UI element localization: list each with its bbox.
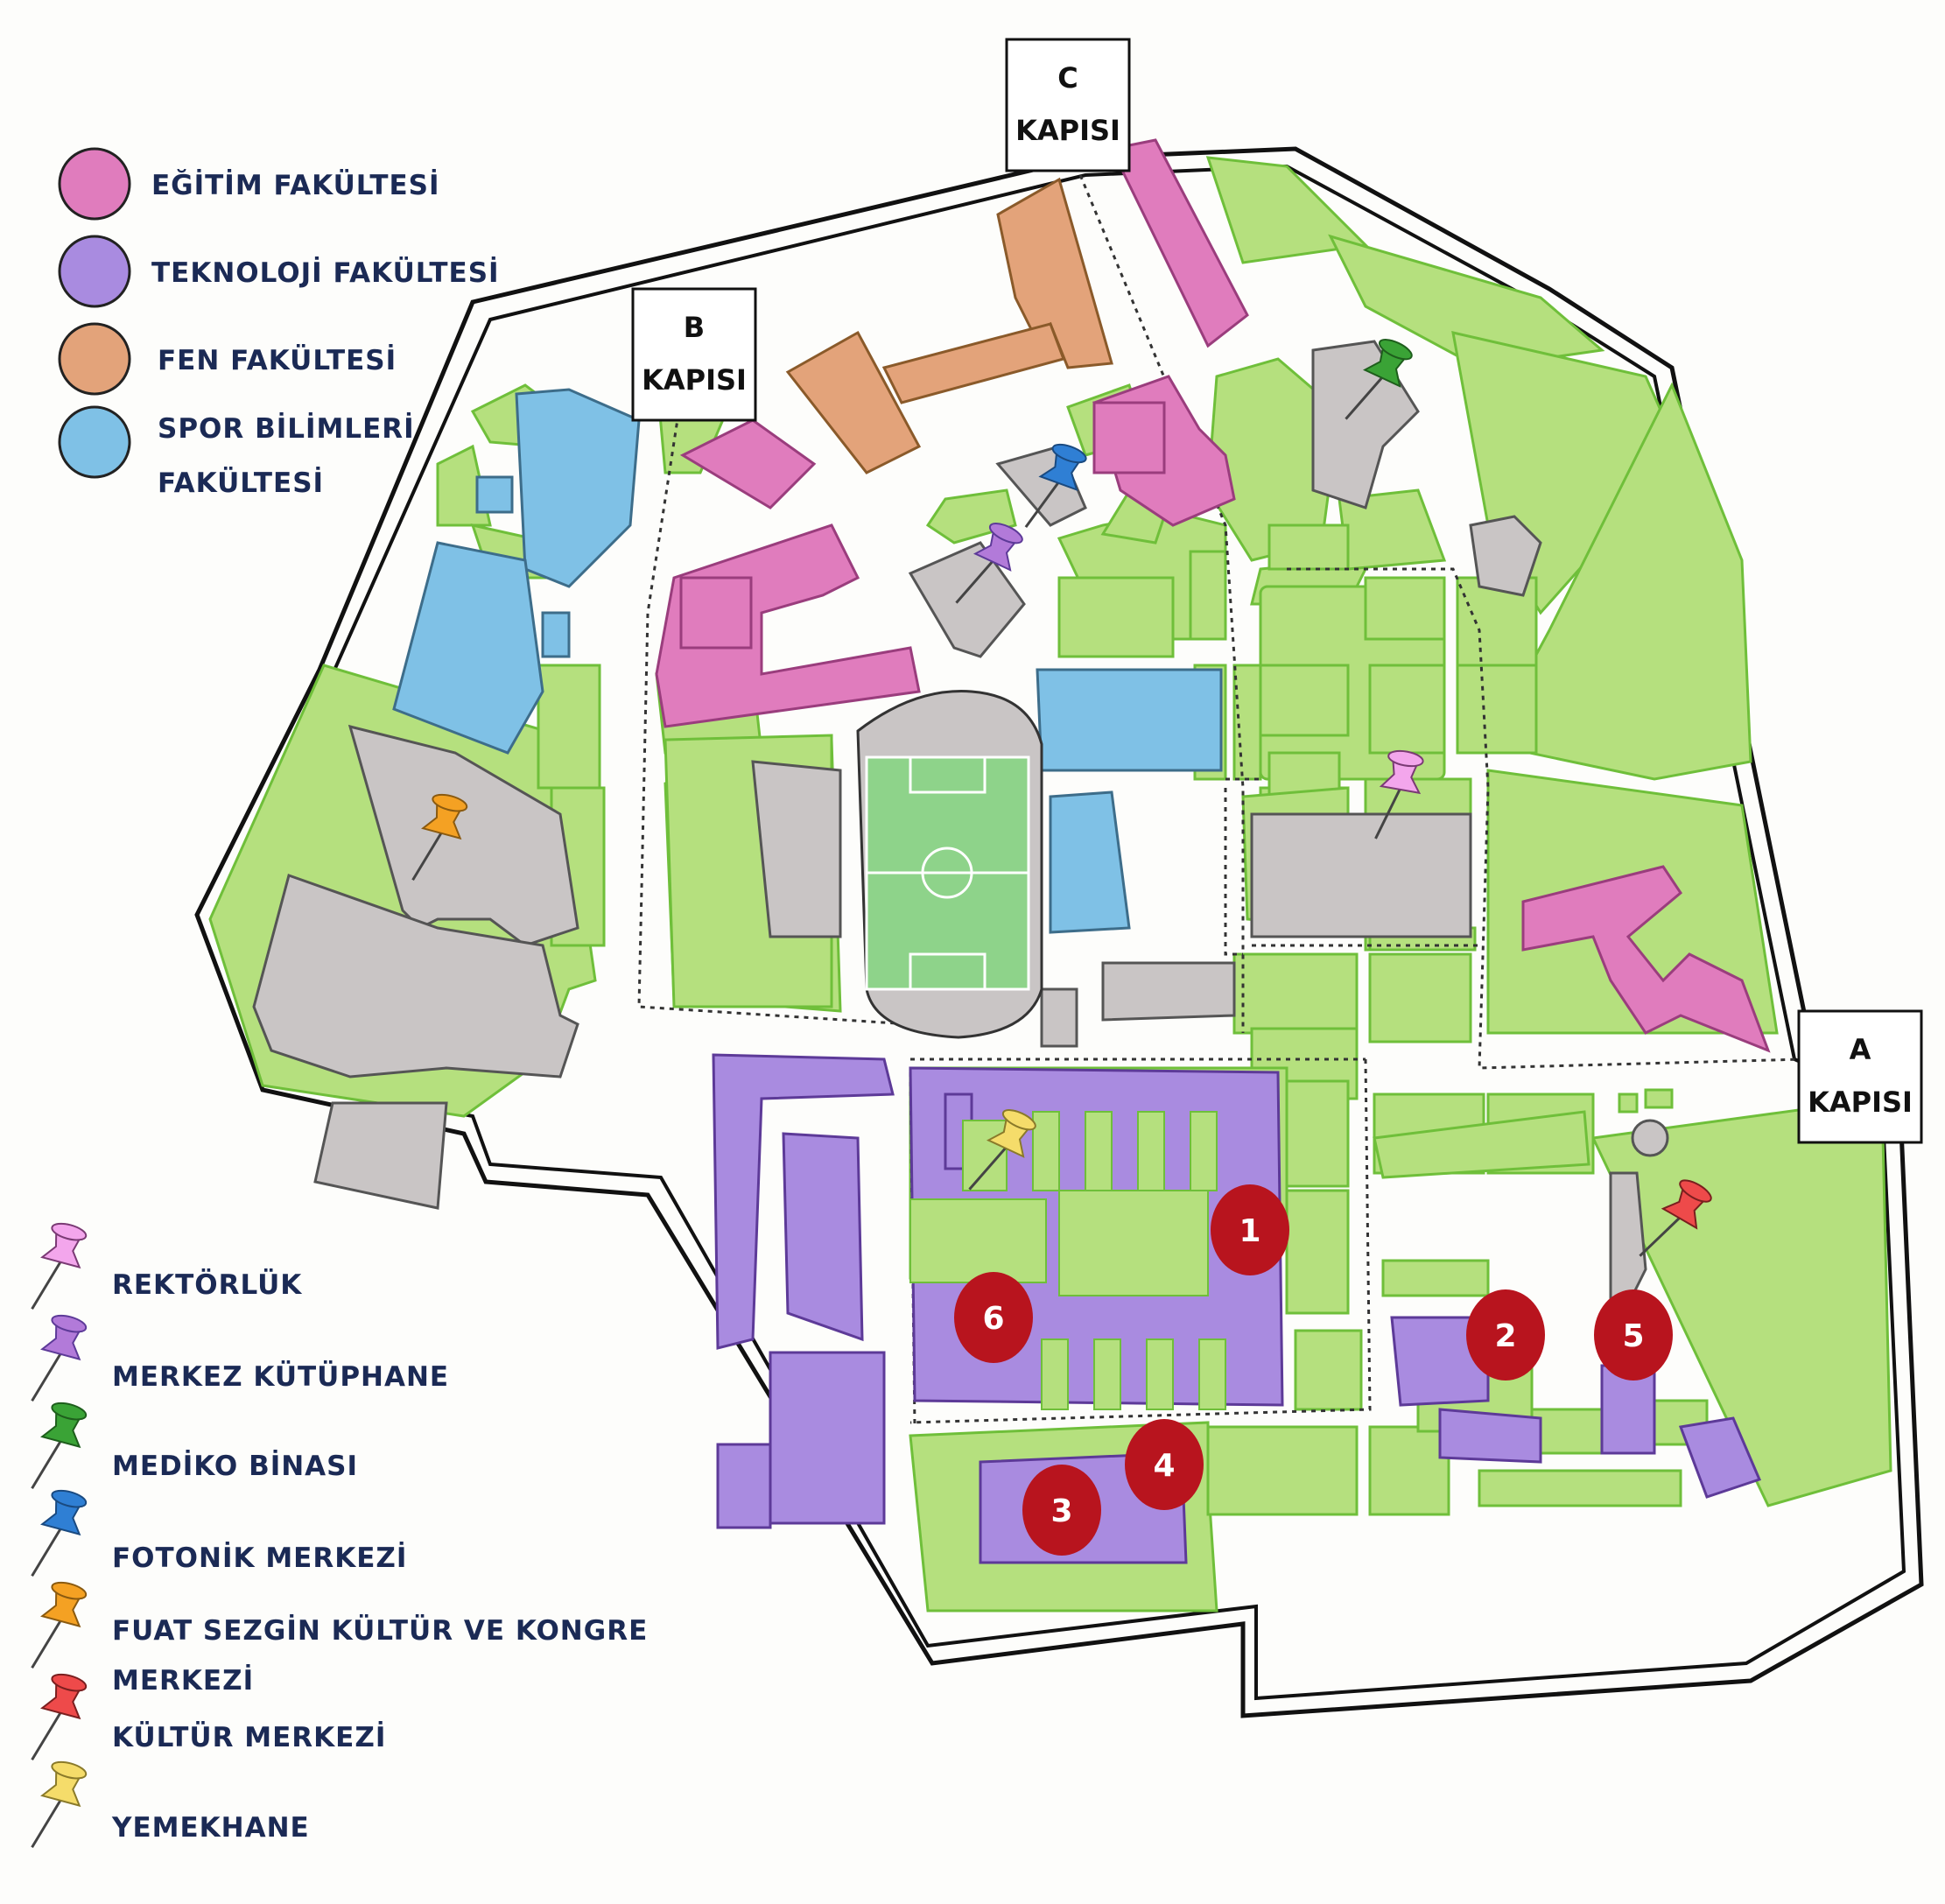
svg-text:4: 4: [1153, 1448, 1175, 1484]
svg-text:C: C: [1057, 61, 1078, 95]
gate-a[interactable]: A KAPISI: [1797, 1009, 1923, 1144]
green-pin-icon: [27, 1398, 91, 1500]
svg-text:MERKEZ KÜTÜPHANE: MERKEZ KÜTÜPHANE: [112, 1360, 449, 1393]
svg-text:KAPISI: KAPISI: [1808, 1085, 1913, 1119]
numbered-markers[interactable]: 1 2 3 4 5 6: [954, 1184, 1673, 1556]
legend-rektorluk: REKTÖRLÜK: [27, 1219, 302, 1320]
gate-b[interactable]: B KAPISI: [631, 287, 757, 422]
marker-2: 2: [1466, 1289, 1545, 1381]
spor-swatch-icon: [58, 405, 131, 479]
orange-pin-icon: [27, 1577, 91, 1679]
svg-text:MERKEZİ: MERKEZİ: [112, 1665, 254, 1697]
red-pin-icon: [27, 1669, 91, 1771]
svg-text:FUAT SEZGİN KÜLTÜR VE KONGRE: FUAT SEZGİN KÜLTÜR VE KONGRE: [112, 1614, 648, 1647]
svg-text:FOTONİK MERKEZİ: FOTONİK MERKEZİ: [112, 1542, 407, 1574]
svg-text:MEDİKO BİNASI: MEDİKO BİNASI: [112, 1451, 358, 1482]
svg-text:EĞİTİM FAKÜLTESİ: EĞİTİM FAKÜLTESİ: [151, 169, 440, 201]
svg-text:REKTÖRLÜK: REKTÖRLÜK: [112, 1268, 302, 1301]
marker-6: 6: [954, 1272, 1033, 1363]
legend-yemekhane: YEMEKHANE: [27, 1757, 310, 1858]
spor-buildings: [392, 388, 1223, 934]
svg-text:A: A: [1850, 1033, 1871, 1066]
legend-teknoloji: TEKNOLOJİ FAKÜLTESİ: [58, 235, 500, 308]
legend-egitim: EĞİTİM FAKÜLTESİ: [58, 147, 440, 221]
egitim-buildings: [655, 138, 1771, 1053]
pink-pin-icon: [27, 1219, 91, 1320]
pin-legend: REKTÖRLÜK MERKEZ KÜTÜPHANE MEDİKO BİNASI…: [27, 1219, 648, 1858]
marker-3: 3: [1022, 1465, 1101, 1556]
svg-text:FEN FAKÜLTESİ: FEN FAKÜLTESİ: [158, 344, 397, 376]
svg-text:KAPISI: KAPISI: [1015, 114, 1120, 147]
svg-text:FAKÜLTESİ: FAKÜLTESİ: [158, 467, 324, 499]
marker-1: 1: [1211, 1184, 1289, 1275]
faculty-legend: EĞİTİM FAKÜLTESİ TEKNOLOJİ FAKÜLTESİ FEN…: [58, 147, 500, 499]
fen-swatch-icon: [58, 322, 131, 396]
yellow-pin-icon: [27, 1757, 91, 1858]
fen-buildings: [785, 177, 1113, 474]
teknoloji-courtyards: [909, 1111, 1226, 1410]
gate-c[interactable]: C KAPISI: [1005, 38, 1131, 172]
legend-spor: SPOR BİLİMLERİ FAKÜLTESİ: [58, 405, 415, 499]
svg-text:6: 6: [982, 1301, 1004, 1337]
legend-fen: FEN FAKÜLTESİ: [58, 322, 397, 396]
svg-text:KÜLTÜR MERKEZİ: KÜLTÜR MERKEZİ: [112, 1721, 386, 1753]
svg-text:2: 2: [1494, 1318, 1516, 1354]
svg-text:5: 5: [1622, 1318, 1644, 1354]
marker-4: 4: [1125, 1419, 1204, 1510]
legend-kultur-merkezi: KÜLTÜR MERKEZİ: [27, 1669, 386, 1771]
legend-fotonik: FOTONİK MERKEZİ: [27, 1486, 407, 1587]
egitim-swatch-icon: [58, 147, 131, 221]
svg-text:SPOR BİLİMLERİ: SPOR BİLİMLERİ: [158, 413, 415, 445]
teknoloji-swatch-icon: [58, 235, 131, 308]
svg-text:1: 1: [1239, 1213, 1260, 1249]
legend-mediko: MEDİKO BİNASI: [27, 1398, 358, 1500]
svg-text:3: 3: [1050, 1493, 1072, 1529]
legend-merkez-kutuphane: MERKEZ KÜTÜPHANE: [27, 1310, 449, 1412]
svg-text:KAPISI: KAPISI: [642, 363, 747, 397]
purple-pin-icon: [27, 1310, 91, 1412]
svg-text:B: B: [684, 311, 705, 344]
stadium: [856, 690, 1043, 1039]
marker-5: 5: [1594, 1289, 1673, 1381]
svg-text:TEKNOLOJİ FAKÜLTESİ: TEKNOLOJİ FAKÜLTESİ: [151, 256, 500, 289]
blue-pin-icon: [27, 1486, 91, 1587]
legend-fuat-sezgin: FUAT SEZGİN KÜLTÜR VE KONGRE MERKEZİ: [27, 1577, 648, 1697]
svg-text:YEMEKHANE: YEMEKHANE: [111, 1812, 310, 1844]
